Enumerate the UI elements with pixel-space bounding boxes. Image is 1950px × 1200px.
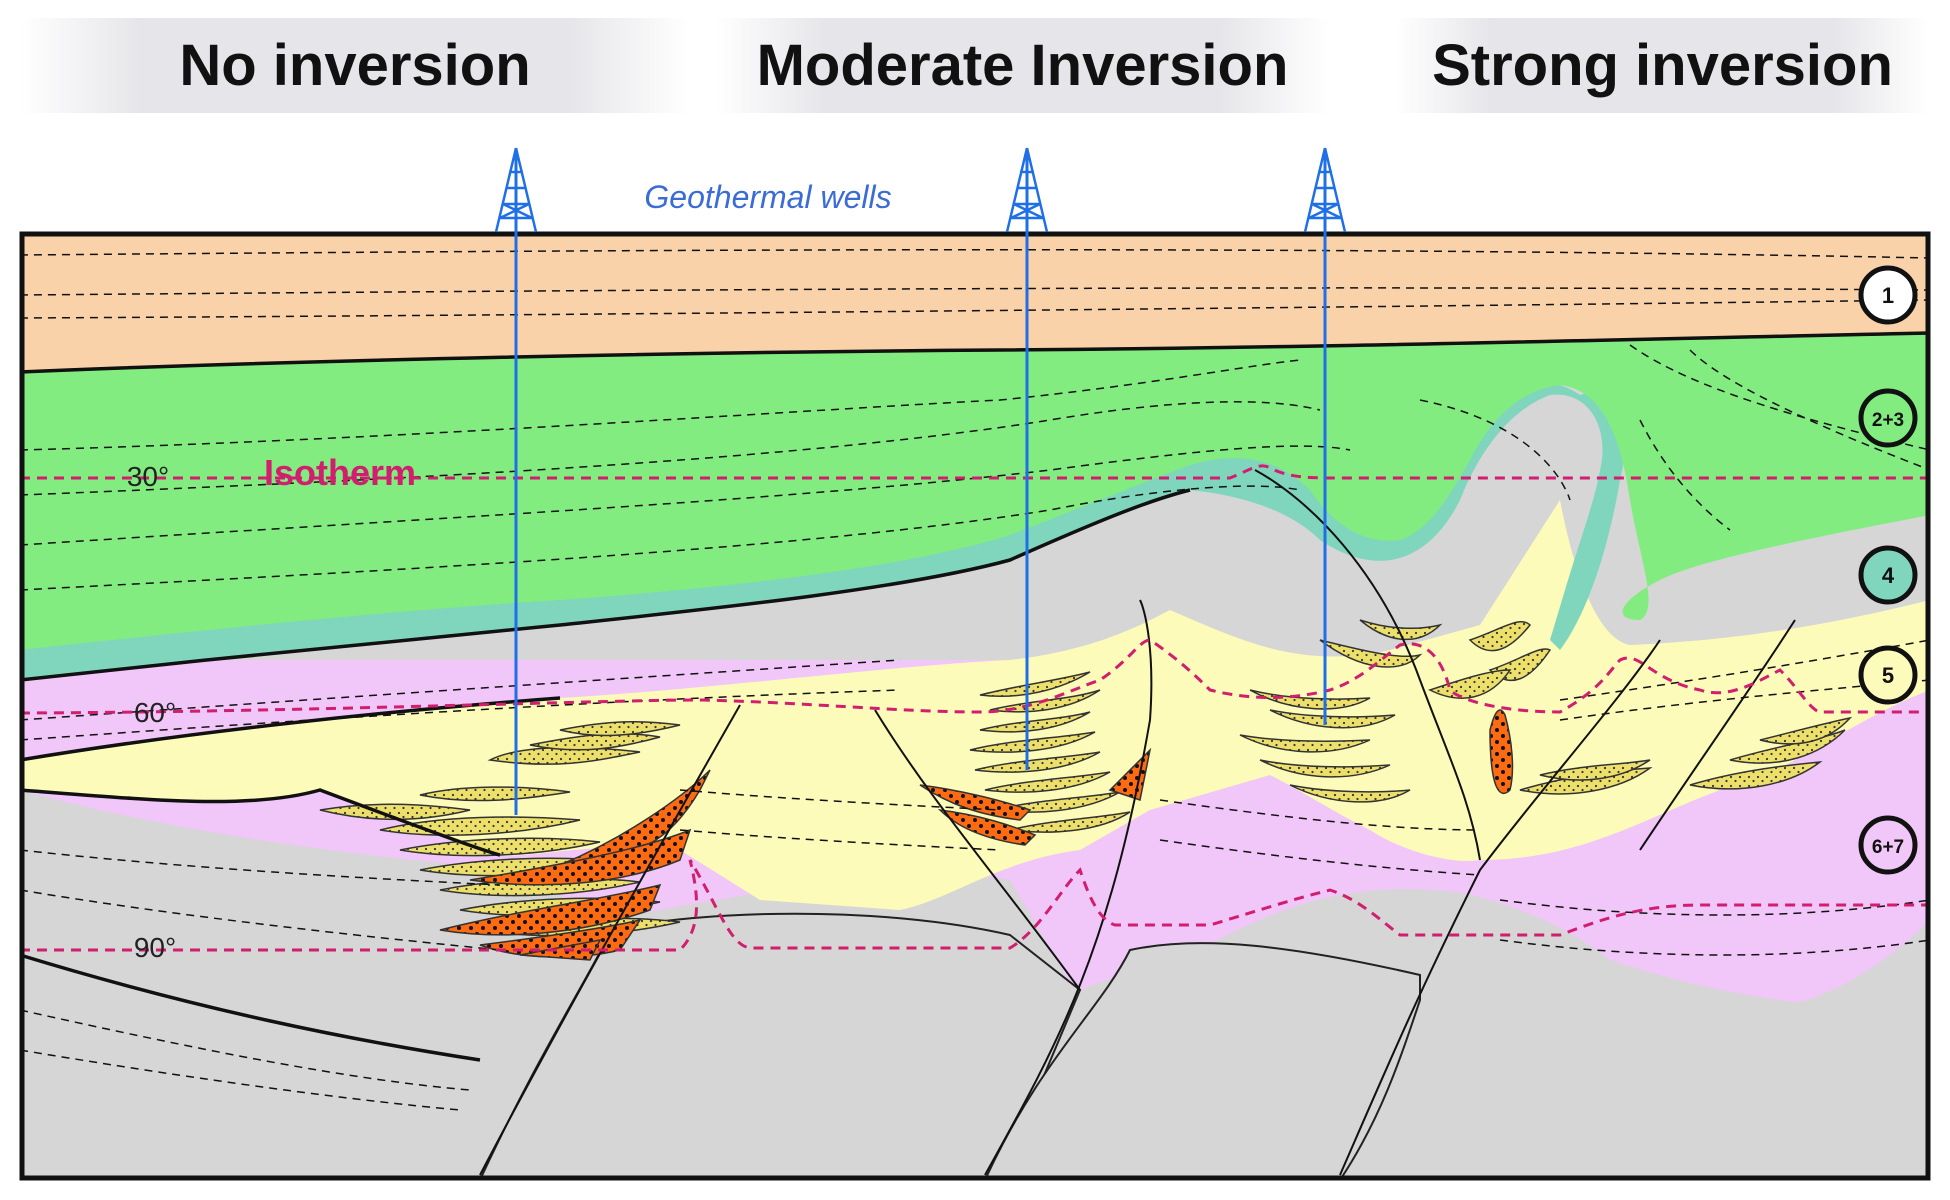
wells-label: Geothermal wells [644,179,891,215]
isotherm-90-label: 90° [134,932,176,963]
coarse-deposits-moderate-inversion [919,747,1152,846]
unit-marker-6-7-label: 6+7 [1872,837,1904,858]
isotherm-60-label: 60° [134,697,176,728]
geothermal-well-2 [1005,147,1049,770]
header-strong-inversion: Strong inversion [1395,18,1930,113]
unit-marker-6-7: 6+7 [1858,815,1918,875]
fault-lines [479,469,1796,1176]
isotherm-30-label: 30° [127,461,169,492]
sand-bodies-moderate-inversion [969,671,1131,833]
unit-marker-2-3: 2+3 [1858,388,1918,448]
unit-marker-5-label: 5 [1882,663,1894,688]
geothermal-well-1 [494,147,538,815]
unit-marker-1: 1 [1858,265,1918,325]
isotherm-90 [20,859,1930,952]
sand-bodies-strong-inversion [1239,619,1853,803]
unit-marker-5: 5 [1858,645,1918,705]
header-moderate-inversion: Moderate Inversion [715,18,1330,113]
unit-marker-4-label: 4 [1882,563,1895,588]
layer-unit-2-3 [23,333,1927,650]
isotherm-60 [19,638,1930,715]
geothermal-well-3 [1303,147,1347,725]
layer-unit-1 [23,235,1927,372]
unit-marker-4: 4 [1858,545,1918,605]
coarse-deposits-no-inversion [439,769,711,961]
unit-marker-2-3-label: 2+3 [1872,410,1904,431]
layer-unit-5 [23,500,1927,910]
isotherm-lines [19,464,1930,952]
layer-boundaries [19,331,1931,1062]
section-frame [19,231,1931,1181]
isotherm-label: Isotherm [264,452,416,493]
header-no-inversion: No inversion [20,18,690,113]
basement-block-3 [984,942,1421,1178]
bedding-lines [19,248,1931,1111]
unit-marker-1-label: 1 [1882,283,1894,308]
coarse-deposit-strong-inversion [1489,709,1514,795]
